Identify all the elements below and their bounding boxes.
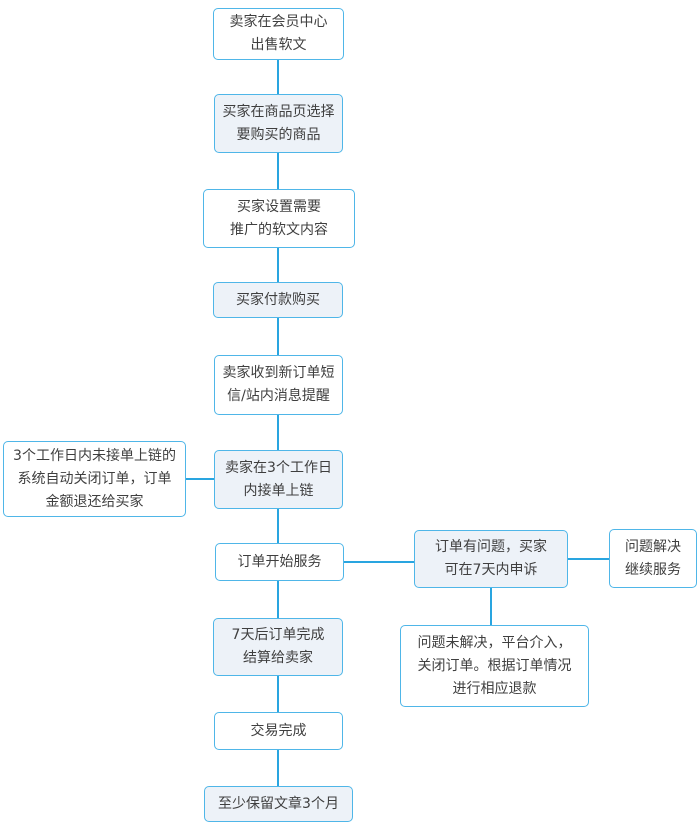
- edge-notified-to-accept: [277, 415, 279, 450]
- node-seller-notified: 卖家收到新订单短 信/站内消息提醒: [214, 355, 343, 415]
- edge-service-start-to-settle: [277, 581, 279, 618]
- node-buyer-select: 买家在商品页选择 要购买的商品: [214, 94, 343, 153]
- edge-accept-to-service-start: [277, 509, 279, 543]
- node-keep-article: 至少保留文章3个月: [204, 786, 353, 822]
- node-dispute-resolved: 问题解决 继续服务: [609, 529, 697, 588]
- edge-select-to-set-content: [277, 153, 279, 189]
- edge-dispute-to-unresolved: [490, 588, 492, 625]
- node-seller-accept: 卖家在3个工作日 内接单上链: [214, 450, 343, 509]
- edge-pay-to-notified: [277, 318, 279, 355]
- edge-done-to-keep-article: [277, 750, 279, 786]
- node-buyer-pay: 买家付款购买: [213, 282, 343, 318]
- edge-publish-to-select: [277, 60, 279, 94]
- edge-timeout-to-accept: [186, 478, 214, 480]
- edge-service-start-to-dispute: [344, 561, 414, 563]
- node-transaction-done: 交易完成: [214, 712, 343, 750]
- node-buyer-set-content: 买家设置需要 推广的软文内容: [203, 189, 355, 248]
- node-timeout-close: 3个工作日内未接单上链的 系统自动关闭订单，订单 金额退还给买家: [3, 441, 186, 517]
- node-order-dispute: 订单有问题，买家 可在7天内申诉: [414, 530, 568, 588]
- edge-set-content-to-pay: [277, 248, 279, 282]
- node-seller-publish: 卖家在会员中心 出售软文: [213, 8, 344, 60]
- node-order-complete-settle: 7天后订单完成 结算给卖家: [213, 618, 343, 676]
- node-order-service-start: 订单开始服务: [215, 543, 344, 581]
- node-dispute-unresolved: 问题未解决，平台介入， 关闭订单。根据订单情况 进行相应退款: [400, 625, 589, 707]
- edge-settle-to-done: [277, 676, 279, 712]
- edge-dispute-to-resolved: [568, 558, 609, 560]
